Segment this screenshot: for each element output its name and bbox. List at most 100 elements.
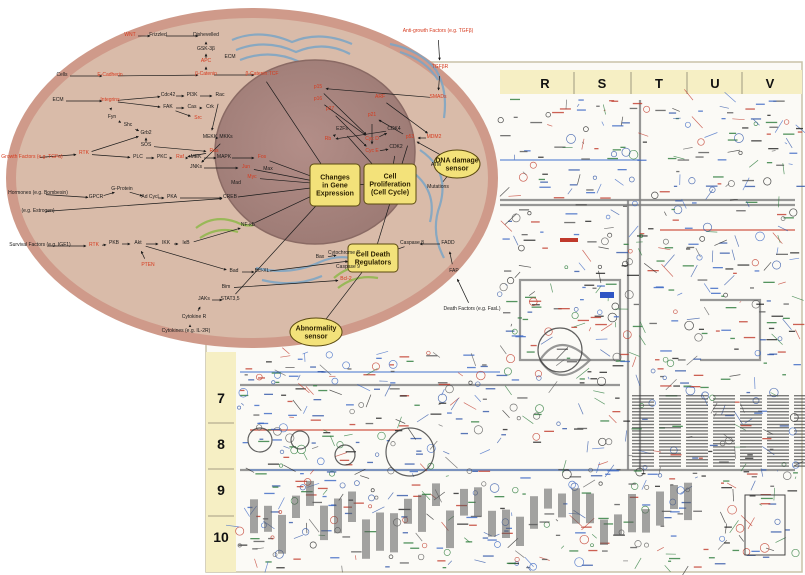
poster-label-snippet [660, 350, 672, 351]
poster-label-snippet [323, 432, 330, 433]
poster-label-snippet [672, 209, 675, 210]
poster-label-snippet [523, 319, 529, 320]
pathway-node-pi3k: PI3K [187, 92, 199, 98]
poster-reaction-line [712, 251, 713, 263]
poster-gene-block [250, 499, 258, 533]
poster-text-block-line [740, 446, 762, 447]
poster-text-block-line [794, 427, 805, 428]
poster-label-snippet [642, 504, 650, 505]
poster-text-block-line [632, 465, 654, 466]
poster-label-snippet [798, 131, 802, 132]
pathway-node-fap: FAP [449, 268, 459, 274]
poster-label-snippet [500, 135, 510, 136]
pathway-node-wnt: WNT [124, 32, 135, 38]
poster-label-snippet [704, 549, 709, 550]
poster-text-block-line [713, 401, 735, 402]
poster-label-snippet [614, 316, 619, 317]
poster-label-snippet [669, 478, 675, 479]
poster-text-block-line [686, 456, 708, 457]
poster-text-block-line [740, 398, 762, 399]
poster-label-snippet [482, 364, 487, 365]
pathway-node-cytrec: Cytokine R [182, 314, 207, 320]
pathway-node-jun: Jun [242, 164, 250, 170]
poster-text-block-line [794, 437, 805, 438]
poster-label-snippet [538, 157, 544, 158]
poster-label-snippet [669, 289, 675, 290]
poster-text-block-line [659, 437, 681, 438]
poster-label-snippet [314, 399, 322, 400]
poster-reaction-line [305, 353, 306, 362]
poster-label-snippet [391, 371, 395, 372]
poster-label-snippet [756, 104, 765, 105]
poster-label-snippet [265, 561, 271, 562]
poster-row-label: 9 [217, 482, 225, 498]
poster-text-block-line [713, 433, 735, 434]
poster-label-snippet [665, 247, 673, 248]
poster-label-snippet [684, 386, 691, 387]
poster-column-label: V [766, 76, 775, 91]
poster-label-snippet [390, 382, 395, 383]
poster-label-snippet [590, 378, 597, 379]
poster-label-snippet [574, 271, 579, 272]
poster-text-block-line [632, 405, 654, 406]
poster-label-snippet [713, 267, 723, 268]
poster-label-snippet [466, 541, 473, 542]
poster-label-snippet [609, 100, 614, 101]
poster-label-snippet [602, 550, 608, 551]
pathway-node-jaks: JAKs [198, 296, 210, 302]
poster-gene-block [460, 489, 468, 516]
poster-label-snippet [562, 428, 567, 429]
poster-text-block-line [713, 414, 735, 415]
poster-label-snippet [581, 158, 590, 159]
poster-text-block-line [794, 395, 805, 396]
pathway-node-p27: p27 [326, 106, 335, 112]
poster-label-snippet [634, 470, 642, 471]
poster-label-snippet [762, 438, 771, 439]
pathway-node-fadd: FADD [441, 240, 455, 246]
poster-text-block-line [686, 462, 708, 463]
poster-text-block-line [740, 437, 762, 438]
poster-label-snippet [678, 513, 684, 514]
poster-text-block-line [686, 437, 708, 438]
poster-text-block-line [686, 424, 708, 425]
poster-label-snippet [260, 439, 264, 440]
poster-label-snippet [660, 191, 670, 192]
poster-text-block-line [740, 417, 762, 418]
poster-label-snippet [709, 557, 715, 558]
poster-label-snippet [324, 480, 336, 481]
poster-label-snippet [661, 526, 665, 527]
poster-label-snippet [769, 354, 777, 355]
pathway-node-ecad: E-Cadherin [97, 72, 123, 78]
poster-text-block-line [686, 446, 708, 447]
poster-text-block-line [686, 459, 708, 460]
pathway-node-bcl2: Bcl-2 [340, 276, 352, 282]
poster-label-snippet [318, 488, 328, 489]
poster-label-snippet [385, 566, 390, 567]
poster-text-block-line [794, 430, 805, 431]
poster-label-snippet [524, 240, 536, 241]
poster-highlight-box [600, 292, 614, 298]
poster-label-snippet [322, 436, 334, 437]
poster-label-snippet [655, 110, 665, 111]
poster-label-snippet [657, 260, 665, 261]
poster-label-snippet [613, 149, 621, 150]
poster-label-snippet [756, 304, 764, 305]
poster-gene-block [572, 488, 580, 523]
poster-label-snippet [544, 431, 554, 432]
poster-label-snippet [410, 548, 419, 549]
pathway-node-gprotein: G-Protein [111, 186, 133, 192]
poster-text-block-line [659, 417, 681, 418]
poster-label-snippet [692, 202, 697, 203]
poster-label-snippet [580, 378, 585, 379]
poster-label-snippet [254, 405, 259, 406]
poster-text-block-line [767, 465, 789, 466]
poster-label-snippet [376, 418, 382, 419]
poster-gene-block [376, 513, 384, 551]
poster-label-snippet [276, 567, 284, 568]
poster-text-block-line [659, 414, 681, 415]
poster-text-block-line [794, 453, 805, 454]
poster-label-snippet [678, 159, 690, 160]
pathway-node-p21: p21 [368, 112, 377, 118]
pathway-node-creb: CREB [223, 194, 238, 200]
poster-label-snippet [540, 521, 550, 522]
